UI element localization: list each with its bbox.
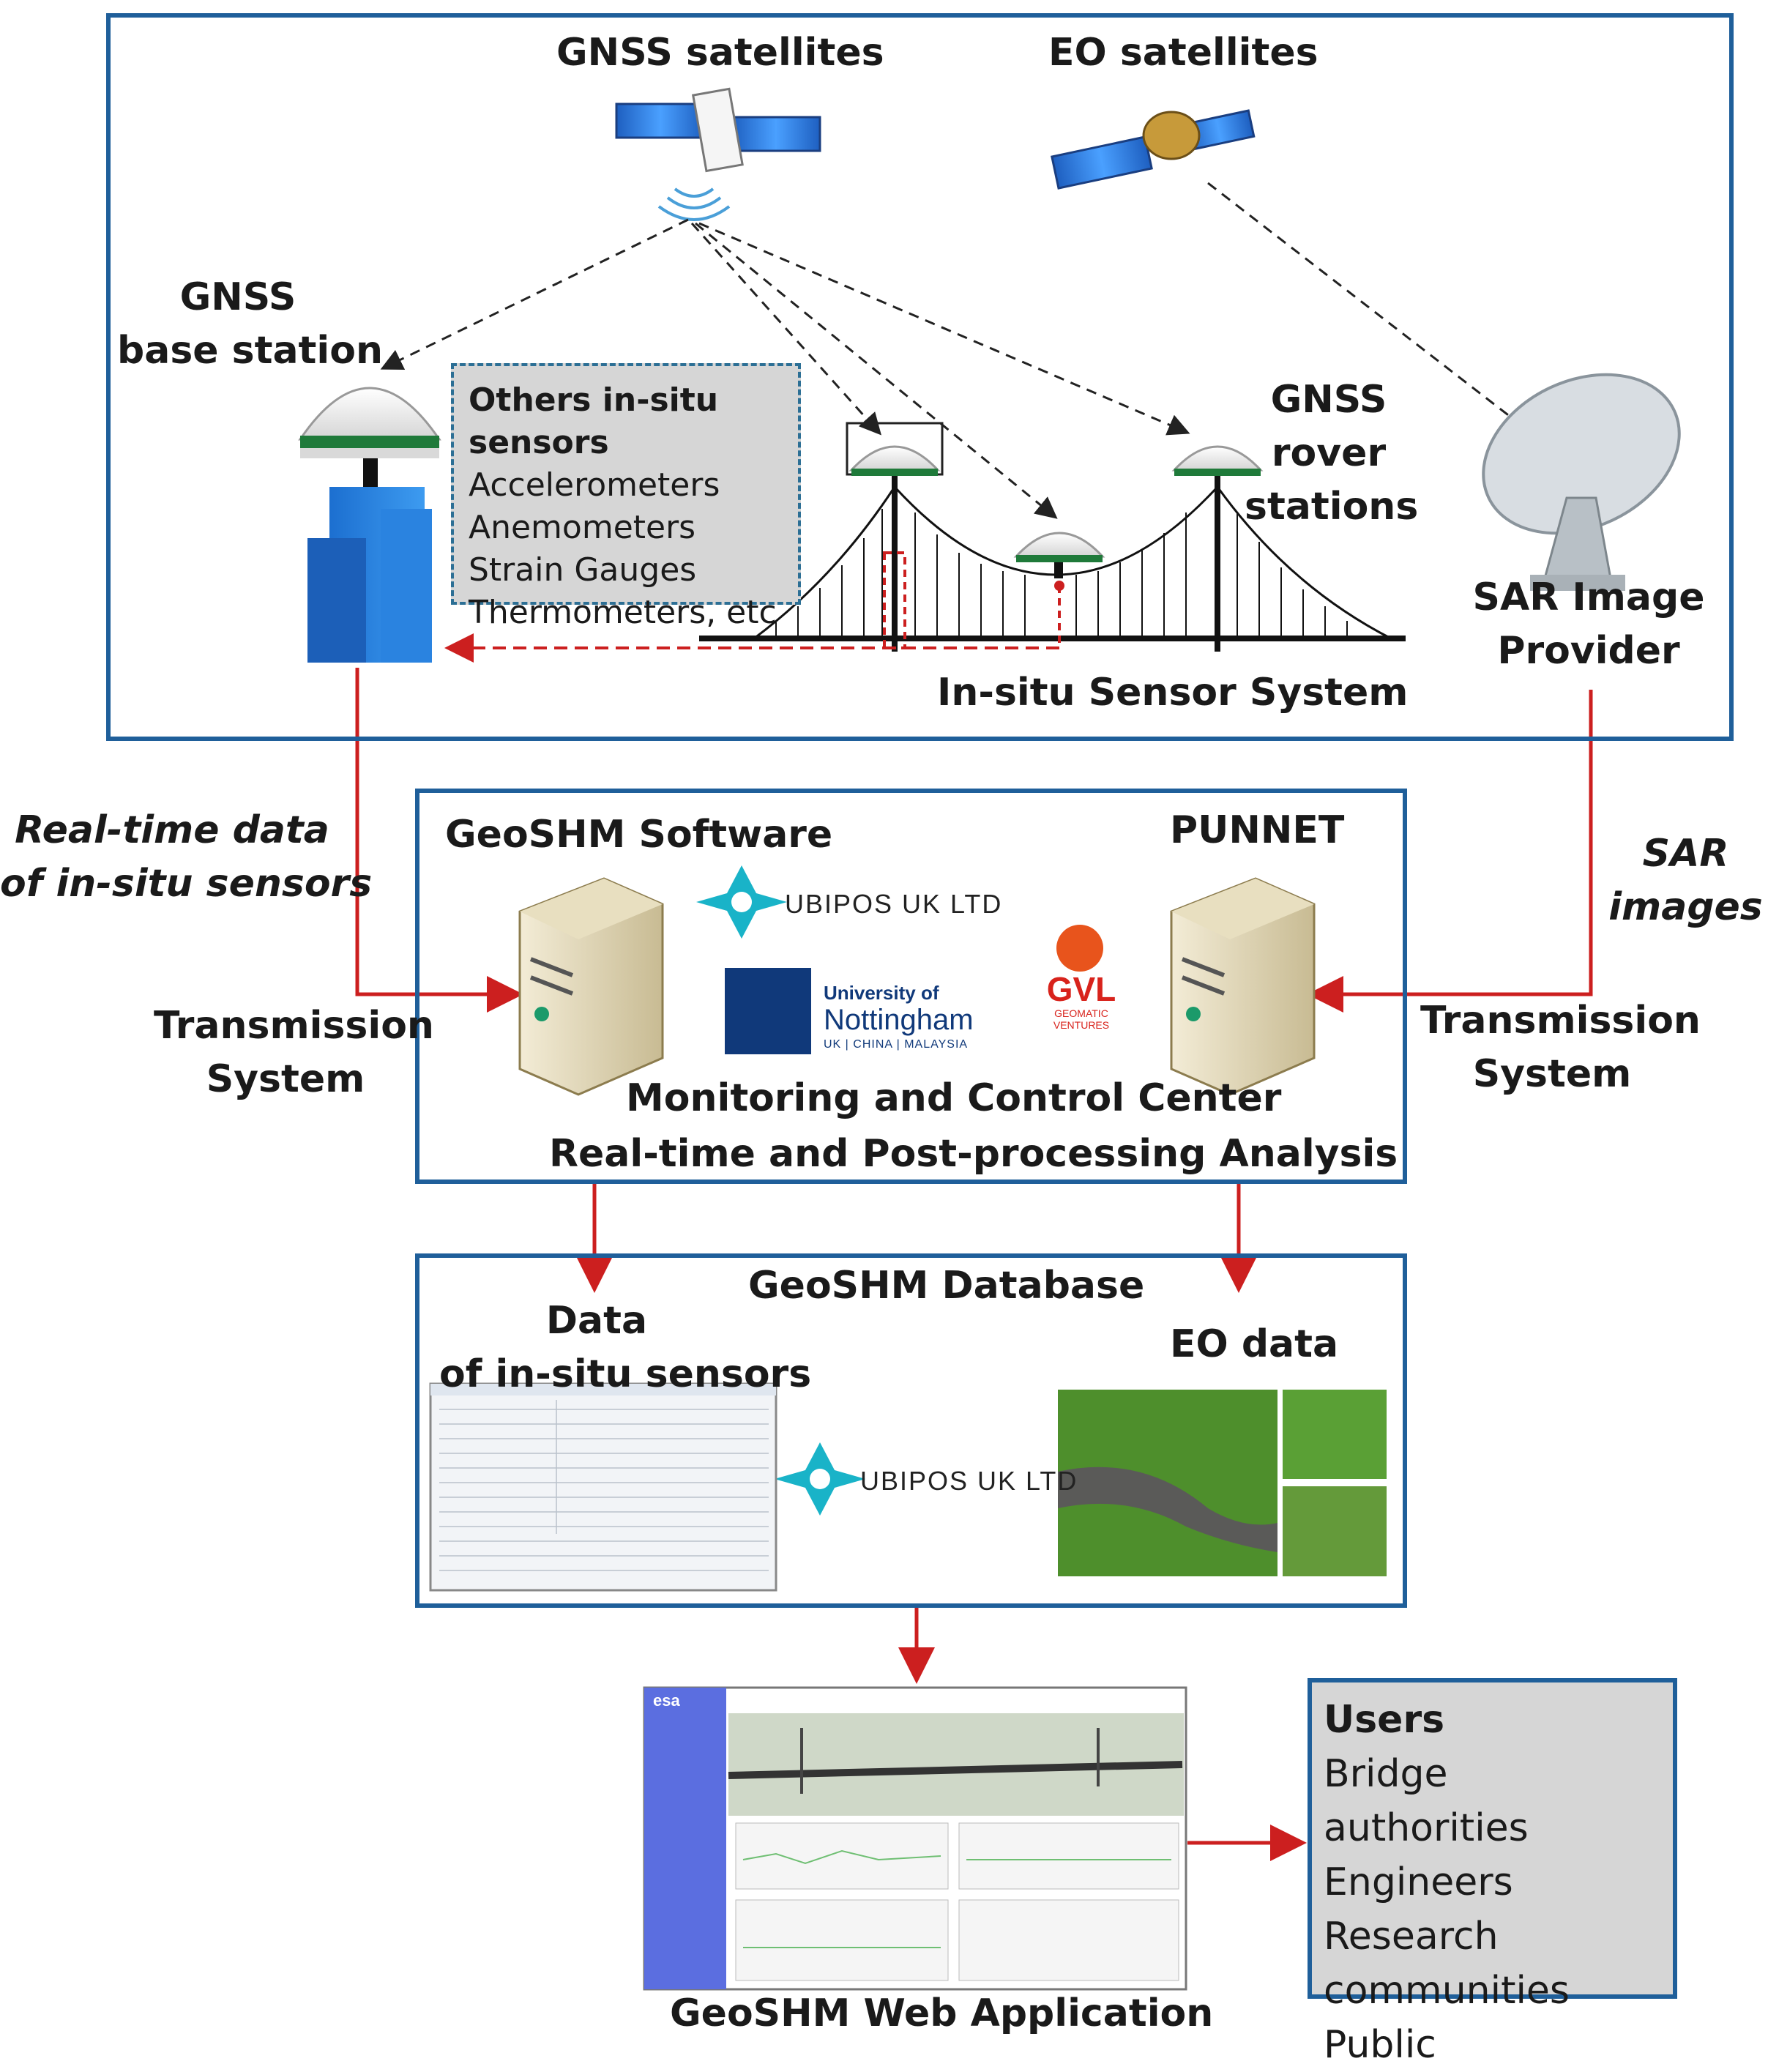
users-title: Users <box>1324 1698 1445 1742</box>
geoshm-software-label: GeoSHM Software <box>445 813 833 857</box>
gvl-logo-icon <box>1056 925 1103 972</box>
nottingham-crest-icon <box>725 968 811 1054</box>
other-sensor-item: Anemometers <box>469 509 696 546</box>
eo-satellites-label: EO satellites <box>1048 31 1318 75</box>
database-frame <box>415 1253 1407 1608</box>
gnss-satellites-label: GNSS satellites <box>556 31 884 75</box>
eo-data-label: EO data <box>1170 1322 1339 1366</box>
server-icon <box>1170 877 1316 1096</box>
sensor-dot <box>1054 581 1064 591</box>
server-icon <box>518 877 664 1096</box>
rover-antenna-icon <box>1013 532 1105 578</box>
sensor-table-thumbnail <box>429 1382 777 1592</box>
ubipos-logo-icon <box>696 865 787 939</box>
users-item: Research <box>1324 1915 1499 1959</box>
monitoring-center-label: Monitoring and Control Center <box>626 1076 1282 1120</box>
users-item: Bridge authorities <box>1324 1752 1529 1850</box>
insitu-system-label: In-situ Sensor System <box>937 671 1409 715</box>
rover-antenna-icon <box>1171 445 1264 476</box>
analysis-label: Real-time and Post-processing Analysis <box>549 1132 1398 1176</box>
esa-logo-text: esa <box>653 1691 680 1710</box>
punnet-label: PUNNET <box>1170 808 1345 852</box>
users-item: communities <box>1324 1969 1570 2013</box>
control-center-frame <box>415 789 1407 1184</box>
ubipos-logo-icon <box>775 1442 865 1516</box>
gnss-satellite-icon <box>615 87 821 221</box>
suspension-bridge-icon <box>699 469 1406 652</box>
gvl-logo-text: GVL GEOMATIC VENTURES <box>1046 970 1116 1031</box>
web-app-thumbnail <box>643 1686 1187 1991</box>
other-sensor-item: Strain Gauges <box>469 551 697 589</box>
gnss-base-antenna-icon <box>298 387 441 488</box>
other-sensor-item: Thermometers, etc <box>469 594 777 631</box>
rover-antenna-icon <box>846 422 944 476</box>
eo-map-thumbnail <box>1058 1390 1387 1576</box>
sar-dish-icon <box>1482 373 1681 591</box>
gnss-signal-lines <box>380 182 1534 519</box>
users-box: Users Bridge authorities Engineers Resea… <box>1308 1678 1677 2067</box>
other-sensors-box: Others in-situ sensors Accelerometers An… <box>451 363 801 631</box>
field-segment-frame <box>106 13 1734 741</box>
users-item: Public <box>1324 2023 1436 2067</box>
database-title: GeoSHM Database <box>748 1264 1145 1308</box>
ubipos-logo-text: UBIPOS UK LTD <box>860 1466 1078 1496</box>
nottingham-logo-text: University of Nottingham UK | CHINA | MA… <box>824 982 974 1051</box>
building-icon <box>307 487 432 663</box>
ubipos-logo-text: UBIPOS UK LTD <box>785 889 1003 919</box>
other-sensor-item: Accelerometers <box>469 466 720 504</box>
web-app-title: GeoSHM Web Application <box>670 1991 1214 2035</box>
other-sensors-title: Others in-situ sensors <box>469 381 719 461</box>
users-item: Engineers <box>1324 1860 1513 1904</box>
eo-satellite-icon <box>1051 109 1256 190</box>
